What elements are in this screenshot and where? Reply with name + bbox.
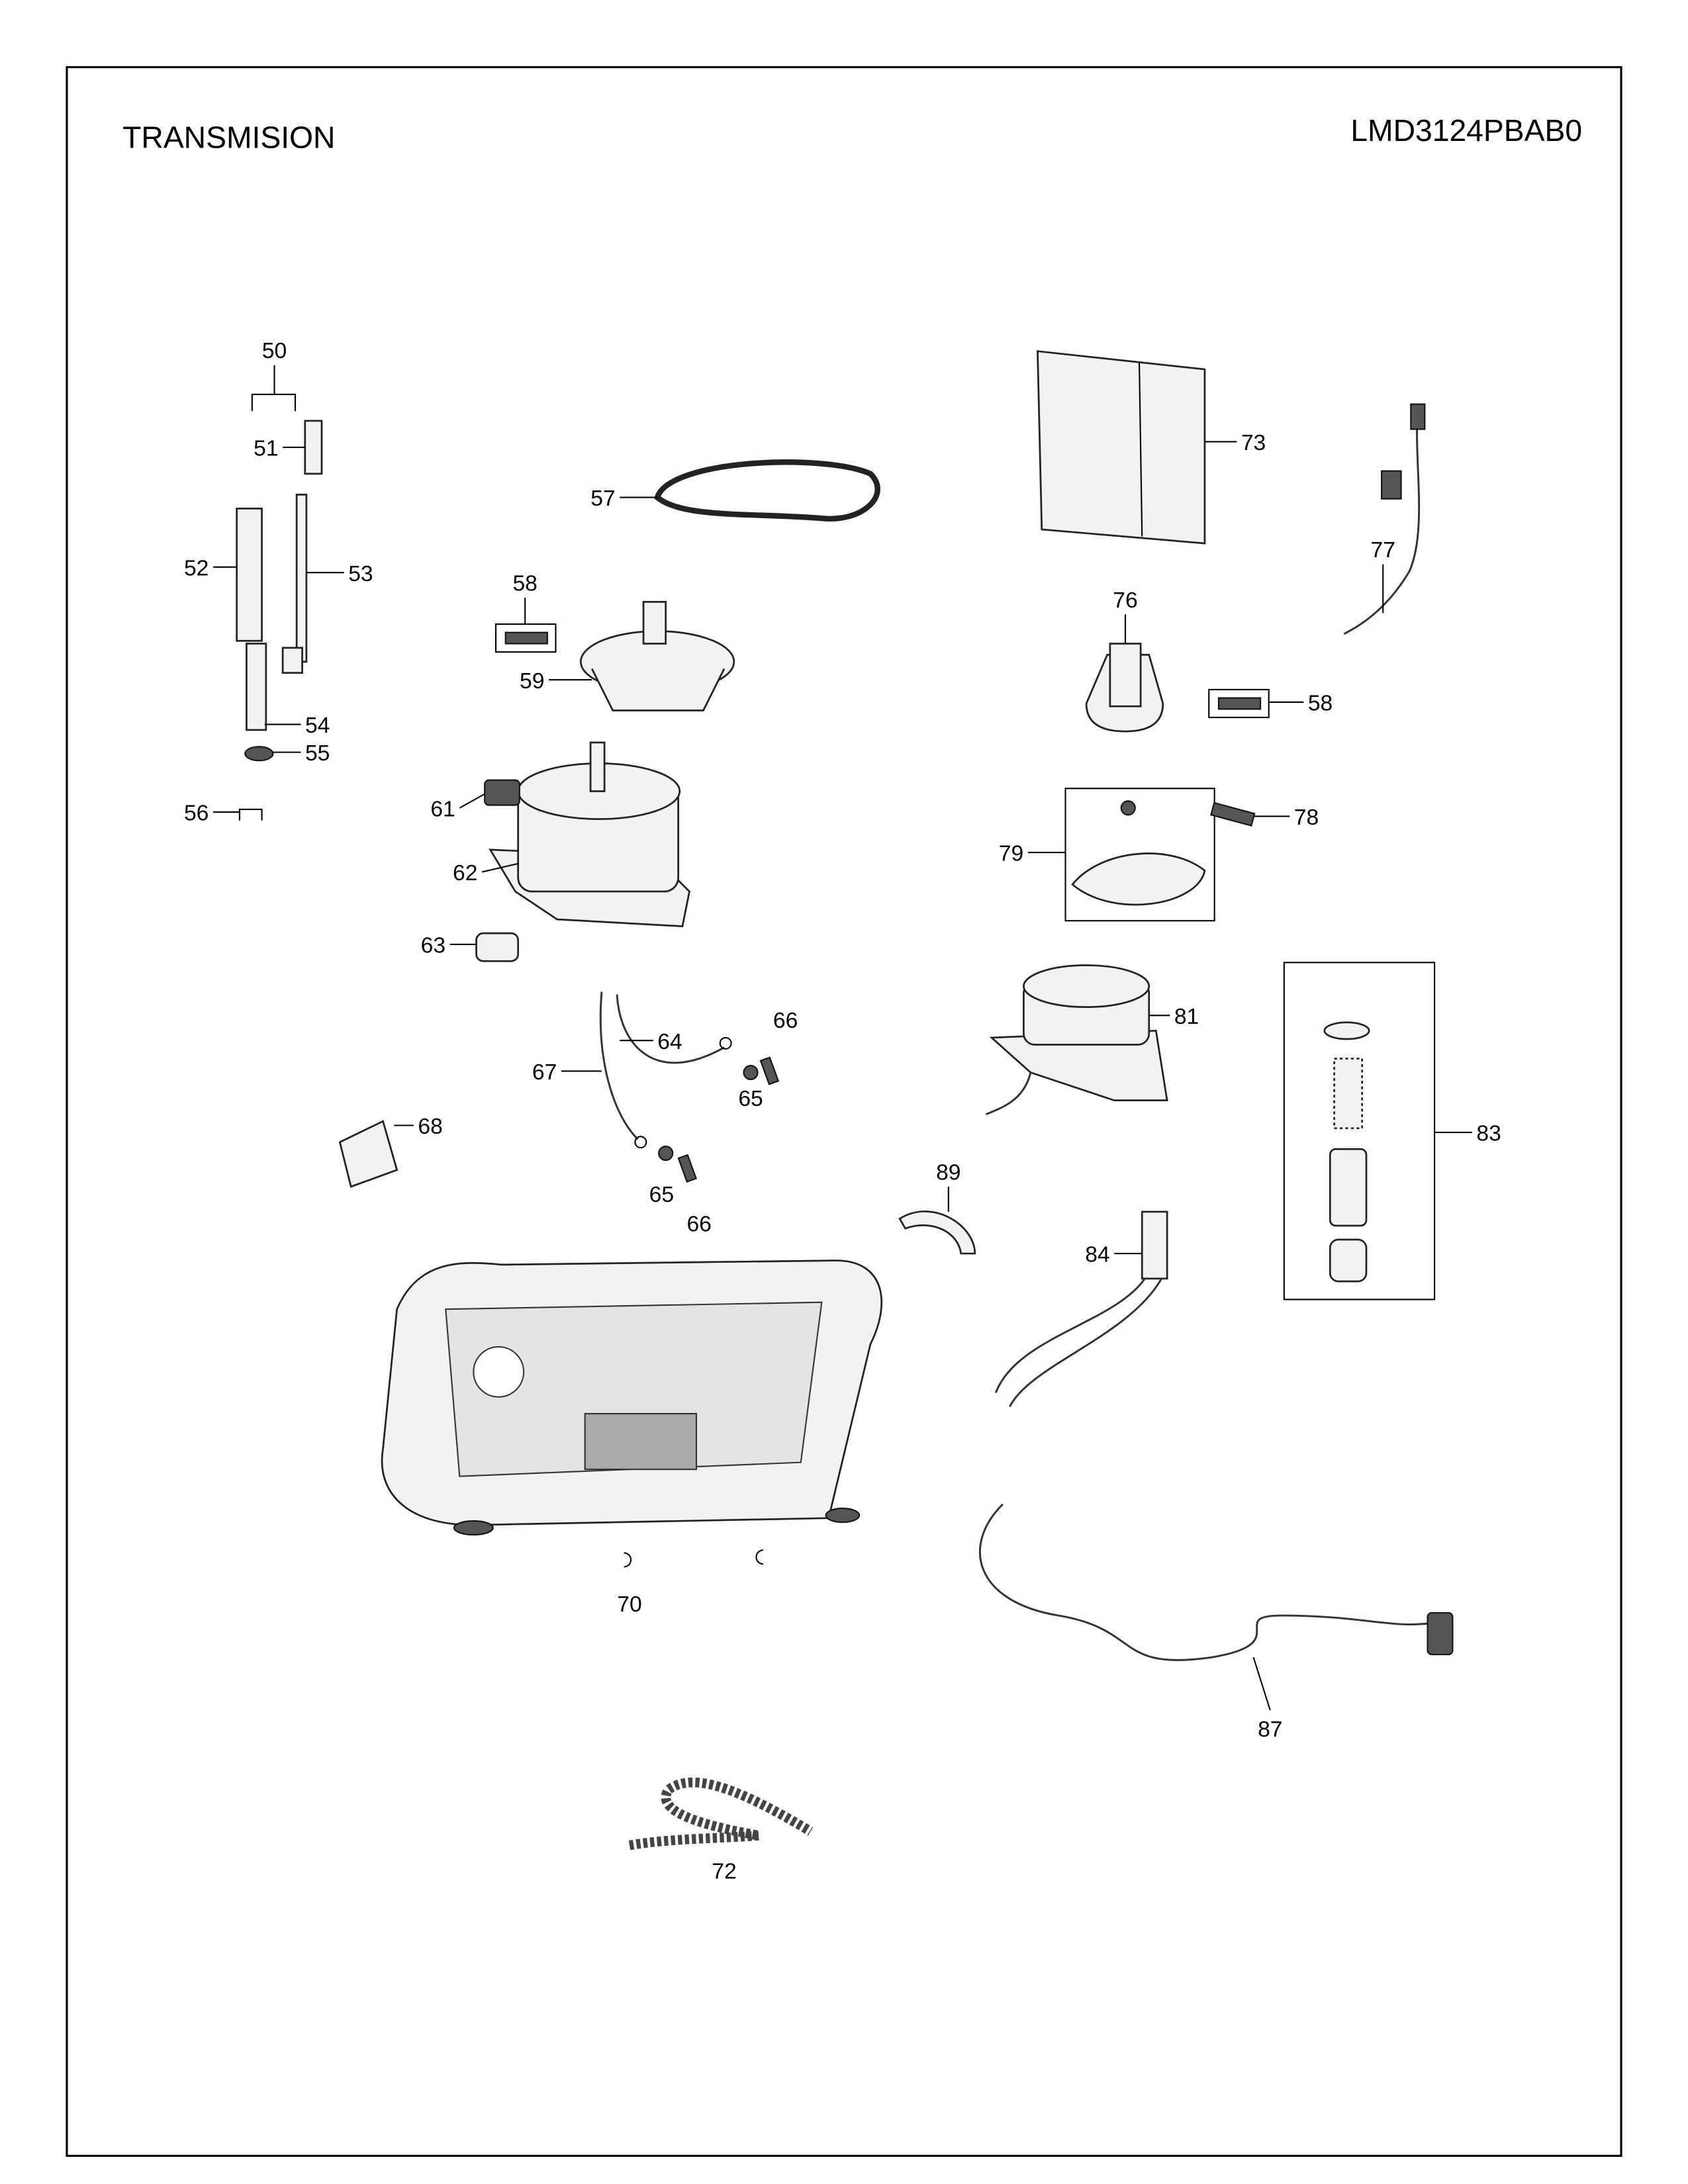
part-89-bracket: [898, 1210, 976, 1255]
callout-62: 62: [453, 861, 477, 886]
part-53-rod: [281, 494, 308, 674]
part-87-power-cord: [979, 1503, 1454, 1661]
callout-59: 59: [520, 669, 544, 694]
callout-58: 58: [512, 572, 537, 596]
part-81-motor: [986, 964, 1168, 1116]
callout-79: 79: [999, 842, 1023, 866]
callout-65-lower: 65: [649, 1183, 674, 1207]
part-83-box: [1283, 962, 1436, 1300]
part-63-bumper: [475, 932, 520, 962]
part-50-clip: [251, 393, 297, 412]
section-title: TRANSMISION: [122, 120, 335, 155]
part-77-harness: [1343, 403, 1426, 635]
part-61-capacitor-block: [484, 779, 520, 806]
callout-50: 50: [262, 339, 287, 363]
part-78-spring: [1210, 801, 1256, 827]
part-62-motor: [489, 741, 690, 928]
part-68-bag: [338, 1120, 399, 1188]
callout-84: 84: [1085, 1243, 1109, 1267]
base-assembly: [381, 1259, 883, 1536]
part-84-sensor: [994, 1210, 1168, 1408]
callout-67: 67: [532, 1060, 557, 1085]
callout-52: 52: [184, 556, 209, 580]
callout-78: 78: [1294, 805, 1319, 830]
part-70-clip: [624, 1549, 764, 1568]
callout-81: 81: [1174, 1005, 1199, 1029]
part-55-seal: [244, 746, 274, 762]
callout-70: 70: [617, 1592, 641, 1617]
part-57-belt: [654, 459, 880, 522]
part-59-pulley: [579, 601, 735, 711]
callout-73: 73: [1241, 431, 1266, 455]
callout-68: 68: [418, 1115, 442, 1139]
callout-65: 65: [738, 1087, 763, 1111]
part-73-panel: [1037, 350, 1206, 545]
callout-labels: 50 51 52 53 54 55 56 57 58 59 61 62 63 6…: [184, 339, 1501, 1884]
part-76-support: [1085, 643, 1164, 733]
callout-87: 87: [1258, 1717, 1282, 1742]
callout-53: 53: [348, 562, 373, 586]
callout-58-right: 58: [1308, 692, 1333, 716]
callout-64: 64: [657, 1030, 682, 1054]
callout-63: 63: [421, 934, 445, 958]
callout-54: 54: [305, 713, 330, 738]
leader-lines: [212, 365, 1472, 1711]
part-58-bolt: [494, 623, 557, 653]
callout-89: 89: [936, 1161, 961, 1185]
callout-61: 61: [430, 797, 455, 821]
callout-72: 72: [712, 1860, 736, 1884]
part-67-wire: [599, 991, 647, 1149]
part-58-bolt-right: [1208, 688, 1270, 719]
part-79-box: [1064, 788, 1215, 922]
callout-51: 51: [254, 436, 278, 461]
part-52-bellows: [236, 508, 263, 642]
callout-56: 56: [184, 801, 209, 826]
callout-77: 77: [1371, 538, 1395, 563]
part-51-spring: [304, 420, 323, 475]
part-54-drain-tube: [246, 643, 267, 731]
part-66-screw: [677, 1056, 780, 1183]
page-border: [66, 66, 1622, 2158]
callout-66: 66: [773, 1009, 798, 1033]
part-64-wire: [616, 994, 732, 1064]
callout-66-lower: 66: [686, 1212, 711, 1236]
model-number: LMD3124PBAB0: [1350, 113, 1582, 148]
callout-83: 83: [1476, 1122, 1501, 1146]
callout-76: 76: [1113, 588, 1137, 613]
callout-57: 57: [590, 486, 615, 511]
part-65-washer: [658, 1064, 759, 1161]
part-56-clip: [238, 808, 263, 821]
callout-55: 55: [305, 741, 330, 766]
part-72-spiral-wrap: [628, 1777, 814, 1850]
